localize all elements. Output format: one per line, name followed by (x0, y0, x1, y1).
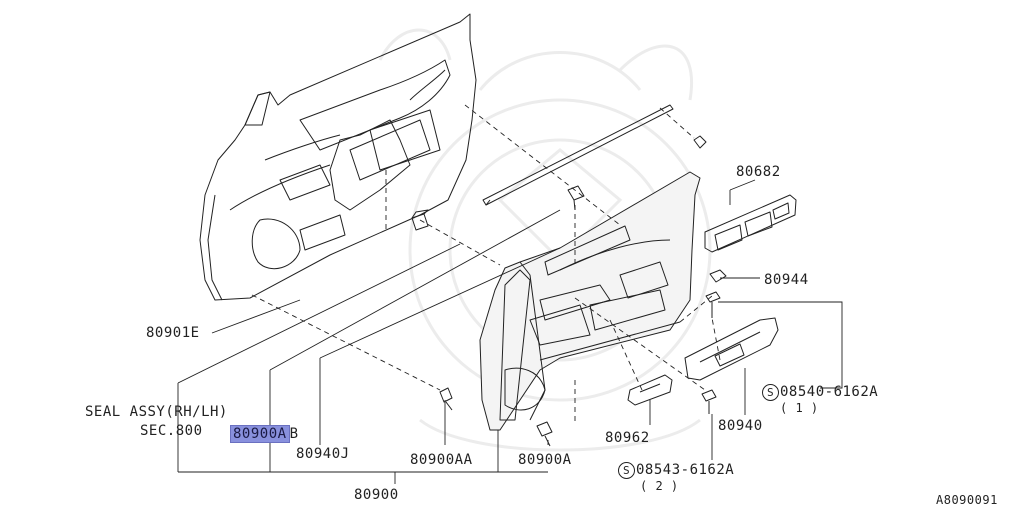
seal-assy-label: SEAL ASSY(RH/LH) (85, 404, 228, 420)
part-label-80962: 80962 (605, 430, 650, 446)
part-label-80940j: 80940J (296, 446, 350, 462)
part-label-80940: 80940 (718, 418, 763, 434)
part-label-80900aa: 80900AA (410, 452, 473, 468)
clip-part (411, 209, 429, 231)
part-label-80682: 80682 (736, 164, 781, 180)
part-suffix: B (289, 426, 299, 442)
clip-aa (439, 387, 453, 411)
window-switch (627, 374, 673, 406)
top-clip (567, 185, 585, 211)
part-label-80900: 80900 (354, 487, 399, 503)
screw-upper (705, 291, 721, 318)
inner-door-panel (199, 13, 477, 301)
door-trim-panel (479, 171, 701, 431)
s-symbol-icon: S (618, 462, 635, 479)
seal-section-label: SEC.800 (140, 423, 203, 439)
dashed-leader-lines (251, 104, 721, 425)
solid-leader-lines (177, 179, 843, 484)
screw-qty-2: ( 2 ) (640, 479, 679, 493)
screw-lower (701, 389, 717, 414)
part-label-80901e: 80901E (146, 325, 200, 341)
diagram-id: A8090091 (936, 493, 998, 507)
watermark-emblem (378, 28, 712, 452)
screw-qty-1: ( 1 ) (780, 401, 819, 415)
arm-rest (684, 317, 779, 381)
clip-a (536, 421, 553, 447)
part-label-80900a: 80900A (518, 452, 572, 468)
small-clip (709, 269, 727, 283)
part-label-80944: 80944 (764, 272, 809, 288)
weatherstrip (482, 104, 674, 206)
highlighted-part-number[interactable]: 80900A (230, 425, 290, 443)
s-symbol-icon: S (762, 384, 779, 401)
upper-right-clip (693, 135, 707, 149)
switch-panel (704, 194, 797, 253)
